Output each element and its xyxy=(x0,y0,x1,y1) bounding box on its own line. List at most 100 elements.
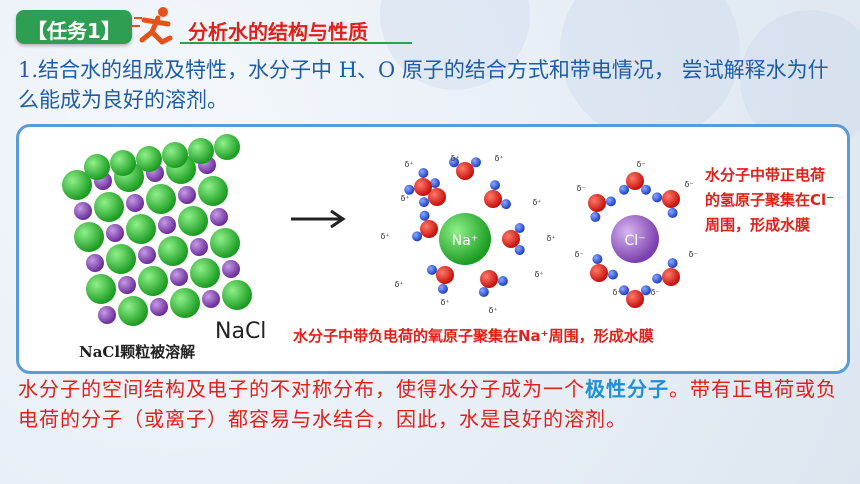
cl-ion-sphere xyxy=(94,192,124,222)
cl-ion-sphere xyxy=(188,138,214,164)
hydrogen-atom xyxy=(412,231,423,242)
na-ion-sphere xyxy=(138,246,156,264)
na-ion-sphere xyxy=(98,306,116,324)
delta-minus-label: δ⁻ xyxy=(612,288,621,297)
title-underline xyxy=(180,42,412,44)
delta-plus-label: δ⁺ xyxy=(404,160,413,169)
oxygen-atom xyxy=(456,162,474,180)
na-ion-sphere xyxy=(118,276,136,294)
oxygen-atom xyxy=(590,264,608,282)
delta-plus-label: δ⁺ xyxy=(450,154,459,163)
na-ion-sphere xyxy=(222,260,240,278)
cl-ion xyxy=(611,215,659,263)
cl-ion-sphere xyxy=(190,258,220,288)
hydrogen-atom xyxy=(652,273,663,284)
cl-ion-sphere xyxy=(170,288,200,318)
conclusion-text: 水分子的空间结构及电子的不对称分布，使得水分子成为一个极性分子。带有正电荷或负电… xyxy=(18,374,848,434)
cl-ion-sphere xyxy=(136,146,162,172)
hydrogen-atom xyxy=(404,184,415,195)
cl-ion-sphere xyxy=(198,176,228,206)
nacl-crystal xyxy=(62,134,252,326)
na-ion-sphere xyxy=(106,224,124,242)
hydrogen-atom xyxy=(640,184,651,195)
hydrogen-atom xyxy=(470,157,481,168)
cl-ion-sphere xyxy=(138,266,168,296)
cl-ion-sphere xyxy=(214,134,240,160)
cl-ion-sphere xyxy=(74,222,104,252)
delta-minus-label: δ⁻ xyxy=(574,250,583,259)
hydrogen-atom xyxy=(418,197,429,208)
bg-bubble xyxy=(560,0,740,140)
arrow-icon xyxy=(291,209,346,229)
na-ion-sphere xyxy=(178,186,196,204)
oxygen-atom xyxy=(480,270,498,288)
oxygen-atom xyxy=(588,194,606,212)
hydrogen-atom xyxy=(437,283,448,294)
cl-ion-label: Cl⁻ xyxy=(624,233,645,249)
delta-plus-label: δ⁺ xyxy=(532,198,541,207)
oxygen-atom xyxy=(662,190,680,208)
delta-minus-label: δ⁻ xyxy=(684,180,693,189)
hydrogen-atom xyxy=(590,211,601,222)
oxygen-atom xyxy=(420,220,438,238)
hydrogen-atom xyxy=(640,285,651,296)
cl-ion-sphere xyxy=(118,296,148,326)
hydrogen-atom xyxy=(514,244,525,255)
delta-minus-label: δ⁻ xyxy=(650,288,659,297)
hydrogen-atom xyxy=(449,157,460,168)
na-ion-sphere xyxy=(158,216,176,234)
oxygen-atom xyxy=(414,178,432,196)
hydrogen-atom xyxy=(419,210,430,221)
cl-ion-sphere xyxy=(222,280,252,310)
na-ion-sphere xyxy=(74,202,92,220)
hydrogen-atom xyxy=(605,196,616,207)
hydrogen-atom xyxy=(418,168,429,179)
cl-ion-sphere xyxy=(210,228,240,258)
na-ion-sphere xyxy=(150,298,168,316)
na-ion xyxy=(439,213,491,265)
delta-minus-label: δ⁻ xyxy=(688,250,697,259)
nacl-label: NaCl xyxy=(215,319,267,344)
cl-ion-sphere xyxy=(146,184,176,214)
hydrogen-atom xyxy=(478,287,489,298)
na-ion-label: Na⁺ xyxy=(452,233,478,249)
cl-ion-sphere xyxy=(84,154,110,180)
hydrogen-atom xyxy=(619,184,630,195)
oxygen-atom xyxy=(436,266,454,284)
nacl-caption: NaCl颗粒被溶解 xyxy=(79,343,196,361)
cl-ion-sphere xyxy=(178,206,208,236)
conclusion-highlight: 极性分子 xyxy=(585,377,669,401)
cl-ion-sphere xyxy=(106,244,136,274)
delta-plus-label: δ⁺ xyxy=(400,194,409,203)
hydrogen-atom xyxy=(514,223,525,234)
cl-hydration-cluster: Cl⁻ δ⁻ δ⁻ δ⁻ δ⁻ δ⁻ δ⁻ δ⁻ xyxy=(574,160,698,308)
hydrogen-atom xyxy=(592,254,603,265)
delta-plus-label: δ⁺ xyxy=(546,234,555,243)
na-ion-sphere xyxy=(190,238,208,256)
oxygen-atom xyxy=(662,268,680,286)
conclusion-part1: 水分子的空间结构及电子的不对称分布，使得水分子成为一个 xyxy=(18,377,585,401)
cl-ion-sphere xyxy=(126,214,156,244)
hydrogen-atom xyxy=(667,258,678,269)
delta-plus-label: δ⁺ xyxy=(394,280,403,289)
cl-ion-sphere xyxy=(110,150,136,176)
hydrogen-atom xyxy=(607,269,618,280)
na-ion-sphere xyxy=(170,268,188,286)
hydrogen-atom xyxy=(497,276,508,287)
delta-plus-label: δ⁺ xyxy=(380,232,389,241)
delta-plus-label: δ⁺ xyxy=(440,298,449,307)
cl-ion-sphere xyxy=(86,274,116,304)
cl-side-note: 水分子中带正电荷的氢原子聚集在Cl⁻周围，形成水膜 xyxy=(705,166,835,234)
question-text: 1.结合水的组成及特性，水分子中 H、O 原子的结合方式和带电情况， 尝试解释水… xyxy=(18,58,829,112)
delta-minus-label: δ⁻ xyxy=(576,184,585,193)
hydrogen-atom xyxy=(667,207,678,218)
task-title: 分析水的结构与性质 xyxy=(188,20,368,44)
conclusion-part2: 。带有正电荷或负电荷的分子（或离子）都容易与水结合，因此，水是良好的溶剂。 xyxy=(18,377,837,431)
hydrogen-atom xyxy=(426,264,437,275)
na-caption: 水分子中带负电荷的氧原子聚集在Na⁺周围，形成水膜 xyxy=(293,327,654,345)
cl-ion-sphere xyxy=(162,142,188,168)
delta-minus-label: δ⁻ xyxy=(636,160,645,169)
oxygen-atom xyxy=(626,290,644,308)
oxygen-atom xyxy=(428,188,446,206)
hydrogen-atom xyxy=(619,285,630,296)
